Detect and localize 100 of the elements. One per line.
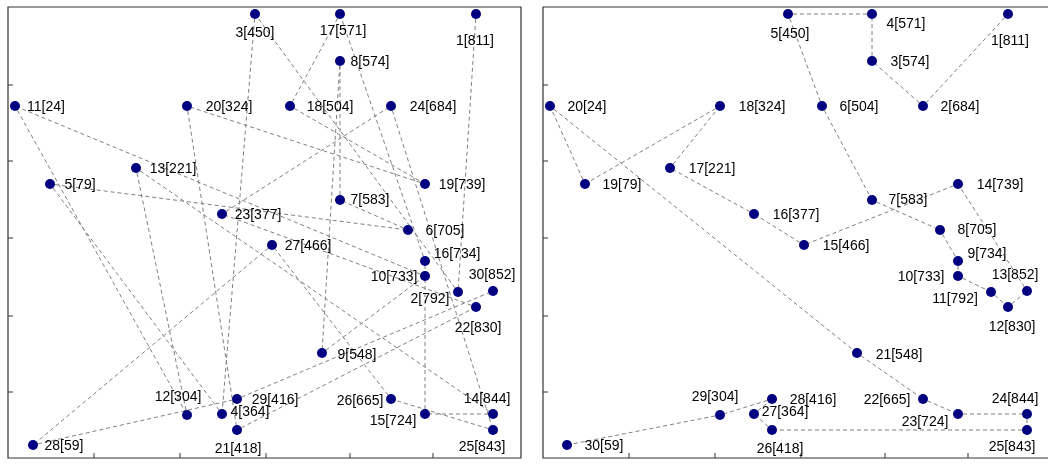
- dashed-connector: [191, 107, 421, 183]
- point-label: 4[571]: [886, 15, 926, 31]
- dashed-connector: [925, 17, 1006, 103]
- point-marker: [918, 101, 928, 111]
- point-marker: [935, 225, 945, 235]
- point-label: 19[739]: [438, 176, 486, 192]
- point-marker: [217, 409, 227, 419]
- point-marker: [420, 179, 430, 189]
- dashed-connector: [942, 233, 956, 258]
- point-label: 9[548]: [337, 346, 377, 362]
- point-marker: [420, 256, 430, 266]
- point-marker: [767, 394, 777, 404]
- point-label: 8[705]: [957, 221, 997, 237]
- dashed-connector: [957, 265, 959, 272]
- point-marker: [1003, 9, 1013, 19]
- point-label: 13[221]: [149, 160, 197, 176]
- point-label: 15[466]: [822, 237, 870, 253]
- point-label: 1[811]: [991, 32, 1029, 48]
- point-marker: [953, 271, 963, 281]
- point-label: 13[852]: [991, 266, 1039, 282]
- dashed-connector: [789, 18, 821, 102]
- dashed-connector: [54, 184, 404, 230]
- dashed-connector: [875, 63, 920, 104]
- point-marker: [182, 101, 192, 111]
- point-marker: [285, 101, 295, 111]
- dashed-connector: [724, 399, 768, 415]
- point-label: 22[830]: [454, 319, 502, 335]
- dashed-connector: [325, 278, 422, 351]
- dashed-connector: [257, 17, 456, 289]
- point-marker: [867, 9, 877, 19]
- dashed-connector: [293, 108, 422, 182]
- point-marker: [953, 179, 963, 189]
- point-marker: [182, 410, 192, 420]
- dashed-connector: [344, 201, 404, 229]
- point-marker: [867, 56, 877, 66]
- point-marker: [953, 409, 963, 419]
- point-marker: [217, 209, 227, 219]
- point-marker: [953, 256, 963, 266]
- point-marker: [250, 9, 260, 19]
- point-label: 19[79]: [602, 176, 642, 192]
- point-label: 2[684]: [940, 98, 980, 114]
- point-label: 7[583]: [888, 191, 928, 207]
- dashed-connector: [994, 294, 1005, 305]
- point-label: 11[24]: [27, 98, 65, 114]
- point-label: 21[548]: [875, 346, 923, 362]
- point-label: 23[724]: [901, 413, 949, 429]
- dashed-connector: [571, 415, 716, 445]
- point-label: 9[734]: [967, 245, 1007, 261]
- dashed-connector: [457, 18, 477, 288]
- dashed-connector: [37, 399, 233, 445]
- point-marker: [403, 225, 413, 235]
- point-marker: [453, 287, 463, 297]
- point-label: 23[377]: [234, 206, 282, 222]
- point-marker: [267, 240, 277, 250]
- dashed-connector: [221, 18, 256, 410]
- dashed-connector: [429, 413, 489, 415]
- point-marker: [28, 440, 38, 450]
- point-marker: [232, 425, 242, 435]
- dashed-connector: [553, 108, 854, 351]
- point-label: 3[450]: [235, 24, 275, 40]
- point-marker: [545, 101, 555, 111]
- point-label: 15[724]: [369, 412, 417, 428]
- point-marker: [488, 425, 498, 435]
- point-label: 26[418]: [756, 440, 804, 456]
- dashed-connector: [962, 413, 1023, 415]
- dashed-connector: [588, 108, 717, 182]
- dashed-connector: [1026, 418, 1028, 426]
- point-label: 16[377]: [772, 206, 820, 222]
- point-marker: [749, 209, 759, 219]
- point-marker: [852, 348, 862, 358]
- dashed-connector: [274, 248, 389, 396]
- point-marker: [1022, 409, 1032, 419]
- dashed-connector: [226, 215, 472, 306]
- point-marker: [232, 394, 242, 404]
- point-label: 30[852]: [468, 266, 516, 282]
- dashed-connector: [187, 110, 237, 426]
- point-label: 21[418]: [214, 440, 262, 456]
- dashed-connector: [808, 185, 954, 244]
- point-marker: [715, 410, 725, 420]
- point-marker: [580, 179, 590, 189]
- dashed-connector: [871, 18, 873, 57]
- dashed-connector: [927, 400, 954, 413]
- point-label: 30[59]: [584, 437, 624, 453]
- dashed-connector: [757, 216, 801, 243]
- point-label: 10[733]: [897, 268, 945, 284]
- dashed-connector: [139, 170, 490, 412]
- point-label: 17[221]: [688, 160, 736, 176]
- point-marker: [386, 101, 396, 111]
- point-label: 27[466]: [284, 237, 332, 253]
- dashed-connector: [673, 169, 751, 213]
- point-label: 14[844]: [463, 390, 511, 406]
- dashed-connector: [1011, 293, 1024, 305]
- point-marker: [867, 195, 877, 205]
- point-label: 24[684]: [409, 98, 457, 114]
- point-label: 10[733]: [370, 268, 418, 284]
- dashed-connector: [291, 17, 339, 103]
- dashed-connector: [876, 201, 936, 229]
- point-marker: [665, 163, 675, 173]
- point-label: 22[665]: [863, 391, 911, 407]
- point-marker: [488, 409, 498, 419]
